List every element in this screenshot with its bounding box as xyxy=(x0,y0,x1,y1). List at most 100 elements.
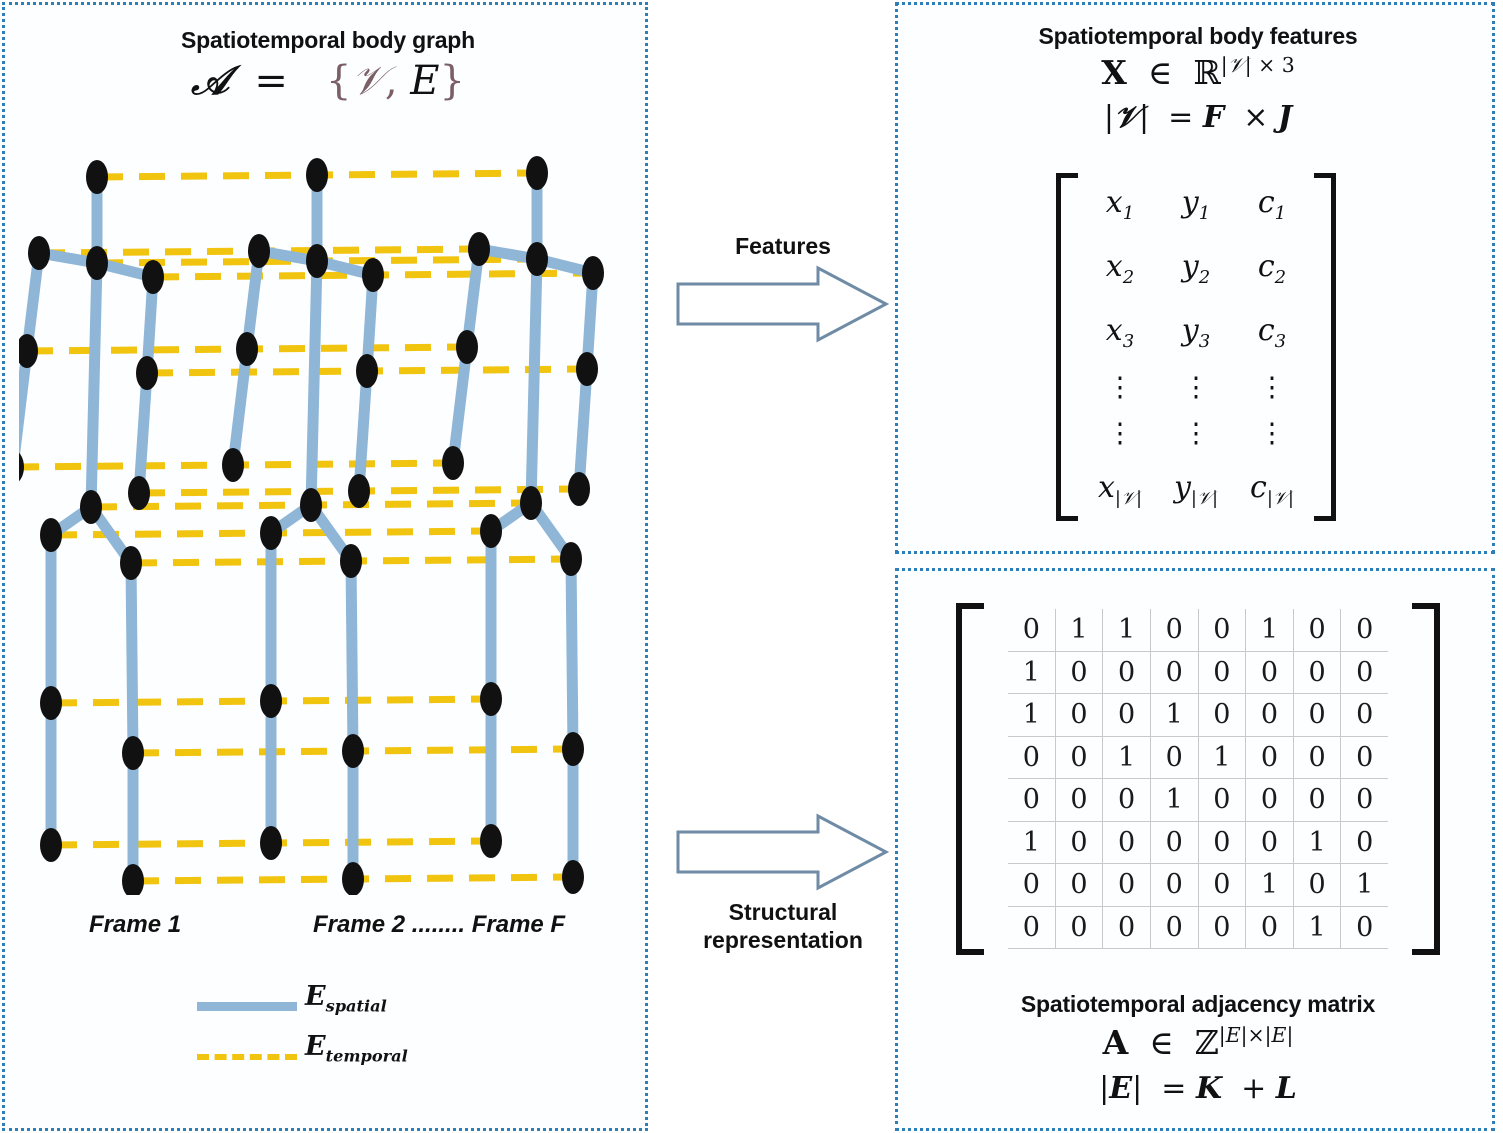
adjacency-cell: 0 xyxy=(1294,651,1342,693)
dashed-line-swatch-icon xyxy=(197,1033,297,1083)
adjacency-cell: 0 xyxy=(1294,864,1342,906)
adjacency-cell: 0 xyxy=(1246,779,1294,821)
cell-vdots: ⋮ xyxy=(1106,371,1134,403)
matrix-bracket-right xyxy=(1314,173,1336,521)
adjacency-cell: 1 xyxy=(1294,821,1342,863)
feature-matrix-row-ellipsis: ⋮ ⋮ ⋮ xyxy=(1082,418,1310,450)
features-arrow-label: Features xyxy=(735,233,831,259)
adjacency-cell: 0 xyxy=(1356,784,1374,816)
adjacency-cell: 0 xyxy=(1103,694,1151,736)
cell-c: c1 xyxy=(1257,185,1287,225)
feature-matrix-row: x3 y3 c3 xyxy=(1082,313,1310,352)
graph-definition-formula: 𝒜 = {𝒱, E} xyxy=(191,57,465,104)
adjacency-cell: 0 xyxy=(1199,821,1247,863)
features-formula-dimensions: X ∈ ℝ|𝒱| × 3 xyxy=(1101,53,1295,92)
joints-frame-2 xyxy=(222,158,384,895)
adjacency-cell: 0 xyxy=(1008,736,1056,778)
cell-c: c3 xyxy=(1257,312,1287,352)
adjacency-cell: 0 xyxy=(1056,651,1104,693)
legend-label-temporal: Etemporal xyxy=(305,1031,408,1066)
cell-c: c|𝒱| xyxy=(1250,469,1294,509)
adjacency-cell: 0 xyxy=(1356,656,1374,688)
adjacency-cell: 0 xyxy=(1356,614,1374,646)
spatial-edges-frame-2 xyxy=(227,169,379,885)
frame-label-1: Frame 1 xyxy=(89,911,182,938)
adjacency-cell: 0 xyxy=(1151,609,1199,651)
features-arrow-group: Features xyxy=(672,232,894,352)
arrow-label-line-2: representation xyxy=(703,927,863,954)
spatiotemporal-body-graph-panel: Spatiotemporal body graph 𝒜 = {𝒱, E} xyxy=(2,2,648,1131)
adjacency-cell: 0 xyxy=(1008,609,1056,651)
adjacency-cell: 0 xyxy=(1056,906,1104,948)
adjacency-cell: 0 xyxy=(1199,651,1247,693)
cell-y: y3 xyxy=(1181,312,1211,352)
features-formula-cardinality: |𝒱| = F × J xyxy=(1103,100,1293,135)
adjacency-cell: 1 xyxy=(1246,609,1294,651)
adjacency-cell: 0 xyxy=(1356,826,1374,858)
adjacency-cell: 0 xyxy=(1056,779,1104,821)
adjacency-cell: 0 xyxy=(1008,779,1056,821)
structural-representation-arrow-group: Structural representation xyxy=(672,810,894,960)
adjacency-cell: 0 xyxy=(1199,694,1247,736)
legend-label-spatial: Espatial xyxy=(305,981,387,1016)
skeleton-frame-f xyxy=(442,156,604,894)
matrix-bracket-left xyxy=(1056,173,1078,521)
spatial-edges-frame-1 xyxy=(19,171,159,887)
joints-frame-f xyxy=(442,156,604,894)
right-arrow-icon xyxy=(676,813,890,891)
features-panel-title: Spatiotemporal body features xyxy=(1038,23,1358,49)
adjacency-cell: 0 xyxy=(1199,779,1247,821)
adjacency-cell: 1 xyxy=(1151,694,1199,736)
edge-legend: Espatial Etemporal xyxy=(5,981,651,1083)
cell-vdots: ⋮ xyxy=(1106,418,1134,450)
frame-label-2: Frame 2 ........ Frame F xyxy=(313,911,566,938)
cell-c: c2 xyxy=(1257,249,1287,289)
feature-matrix-row: x1 y1 c1 xyxy=(1082,185,1310,224)
adjacency-formula-cardinality: |E| = K + L xyxy=(1099,1071,1297,1106)
adjacency-cell: 0 xyxy=(1294,694,1342,736)
matrix-bracket-right xyxy=(1412,603,1440,955)
spatiotemporal-body-features-panel: Spatiotemporal body features X ∈ ℝ|𝒱| × … xyxy=(895,2,1495,554)
adjacency-cell: 0 xyxy=(1056,736,1104,778)
right-arrow-icon xyxy=(676,265,890,343)
adjacency-cell: 0 xyxy=(1103,651,1151,693)
structural-representation-arrow-label: Structural representation xyxy=(672,898,894,954)
spatiotemporal-skeleton-graph xyxy=(19,156,604,895)
solid-line-swatch-icon xyxy=(197,983,297,1033)
adjacency-cell: 0 xyxy=(1056,694,1104,736)
spatial-edges-frame-f xyxy=(447,167,599,883)
adjacency-cell: 0 xyxy=(1199,906,1247,948)
feature-matrix-row-ellipsis: ⋮ ⋮ ⋮ xyxy=(1082,371,1310,403)
adjacency-cell: 0 xyxy=(1103,906,1151,948)
skeleton-frame-1 xyxy=(19,160,164,895)
cell-x: x1 xyxy=(1105,185,1135,225)
adjacency-cell: 0 xyxy=(1199,609,1247,651)
adjacency-cell: 0 xyxy=(1008,906,1056,948)
skeleton-frame-2 xyxy=(222,158,384,895)
left-panel-title: Spatiotemporal body graph xyxy=(180,27,476,53)
cell-x: x|𝒱| xyxy=(1097,469,1143,509)
adjacency-cell: 0 xyxy=(1356,699,1374,731)
adjacency-cell: 0 xyxy=(1246,736,1294,778)
adjacency-cell: 0 xyxy=(1151,906,1199,948)
joints-frame-1 xyxy=(19,160,164,895)
adjacency-cell: 1 xyxy=(1103,609,1151,651)
legend-row-temporal: Etemporal xyxy=(5,1031,651,1083)
adjacency-cell: 0 xyxy=(1056,864,1104,906)
adjacency-cell: 0 xyxy=(1151,864,1199,906)
adjacency-cell: 0 xyxy=(1246,694,1294,736)
adjacency-cell: 0 xyxy=(1151,736,1199,778)
cell-y: y1 xyxy=(1181,185,1211,225)
adjacency-cell: 0 xyxy=(1103,779,1151,821)
adjacency-cell: 0 xyxy=(1356,911,1374,943)
adjacency-cell: 1 xyxy=(1008,694,1056,736)
